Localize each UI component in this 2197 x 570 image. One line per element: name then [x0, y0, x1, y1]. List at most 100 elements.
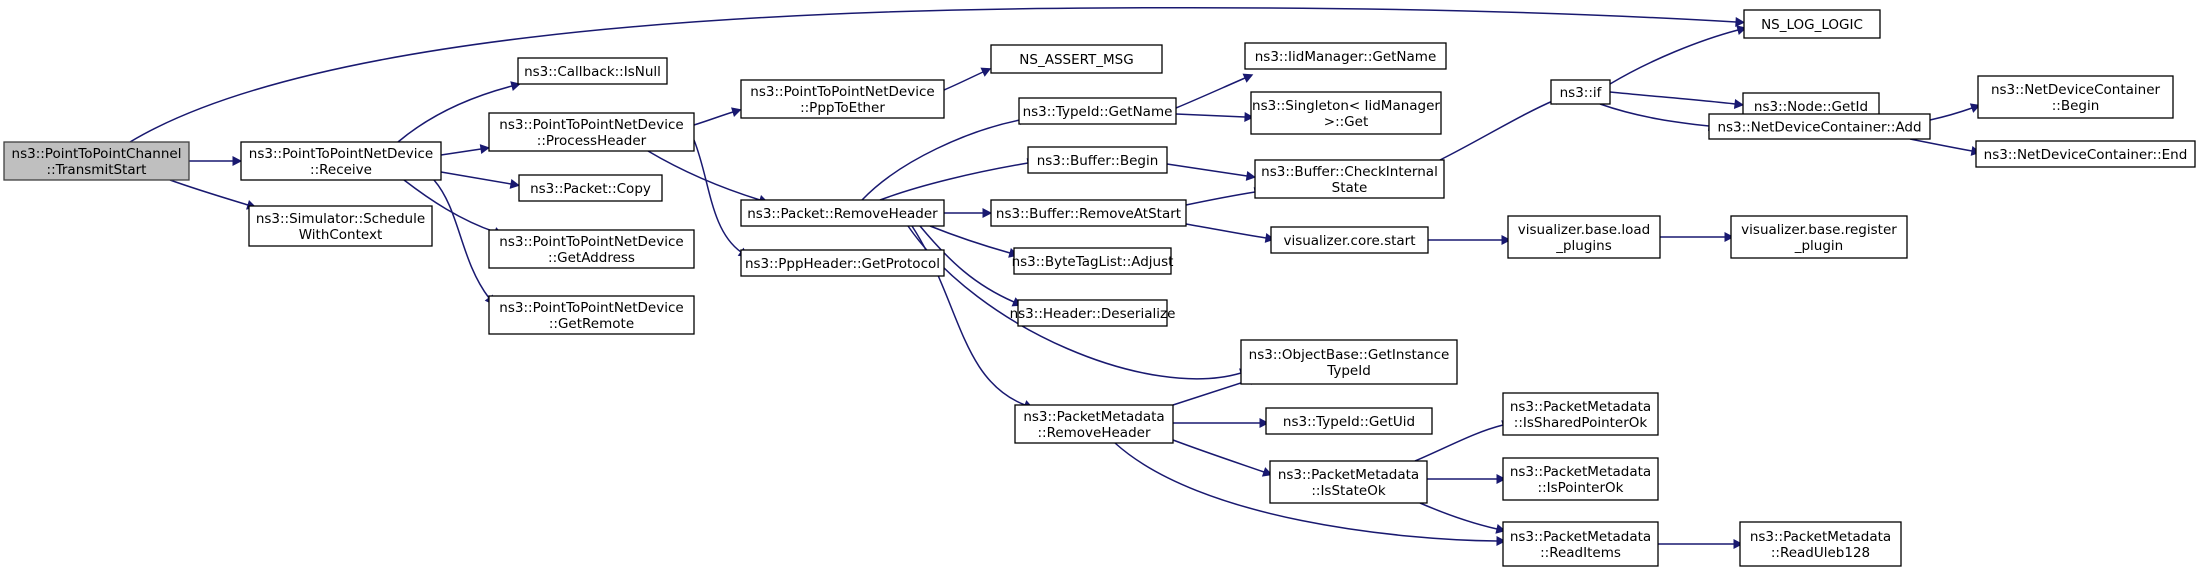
node-getuid[interactable]: ns3::TypeId::GetUid — [1265, 407, 1433, 435]
edge-line — [1929, 107, 1973, 121]
node-isnull[interactable]: ns3::Callback::IsNull — [517, 57, 668, 85]
node-box — [1743, 9, 1881, 39]
edge-receive-to-getremote — [433, 179, 495, 306]
node-box — [1013, 247, 1172, 275]
node-receive[interactable]: ns3::PointToPointNetDevice::Receive — [240, 141, 442, 181]
node-singletonget[interactable]: ns3::Singleton< IidManager>::Get — [1250, 91, 1442, 135]
edge-arrowhead — [1242, 73, 1254, 83]
edge-arrowhead — [1496, 473, 1507, 485]
node-ppptoether[interactable]: ns3::PointToPointNetDevice::PppToEther — [740, 79, 945, 119]
node-ndcend[interactable]: ns3::NetDeviceContainer::End — [1975, 140, 2196, 168]
edge-line — [1185, 223, 1267, 239]
node-ndcbegin[interactable]: ns3::NetDeviceContainer::Begin — [1977, 75, 2174, 119]
node-label-line: ns3::PacketMetadata — [1510, 399, 1651, 415]
edge-processheader-to-getprotocol — [693, 139, 749, 258]
edge-ns3if-to-nodegetid — [1609, 91, 1745, 109]
edge-line — [1114, 442, 1498, 542]
node-getaddress[interactable]: ns3::PointToPointNetDevice::GetAddress — [488, 229, 695, 269]
node-label-line: ns3::PointToPointNetDevice — [499, 234, 683, 250]
edge-bufferbegin-to-checkinternal — [1166, 163, 1256, 181]
node-label-line: State — [1332, 180, 1368, 196]
edge-line — [929, 225, 1011, 254]
edge-ns3if-to-ndcadd — [1599, 103, 1719, 131]
node-label-line: ns3::TypeId::GetUid — [1283, 414, 1415, 430]
edge-isstateok-to-readitems — [1419, 502, 1506, 534]
node-label-line: >::Get — [1324, 114, 1368, 130]
node-label-line: ns3::Buffer::Begin — [1037, 153, 1159, 169]
node-label-line: ns3::PacketMetadata — [1510, 529, 1651, 545]
node-label-line: ns3::Callback::IsNull — [524, 64, 661, 80]
node-transmit[interactable]: ns3::PointToPointChannel::TransmitStart — [3, 141, 190, 181]
node-box — [518, 174, 663, 202]
node-copy[interactable]: ns3::Packet::Copy — [518, 174, 663, 202]
edge-transmit-to-schedule — [169, 179, 257, 210]
edge-ndcadd-to-ndcend — [1909, 138, 1981, 156]
edge-typeidgetname-to-singletonget — [1175, 111, 1255, 123]
node-iidgetname[interactable]: ns3::IidManager::GetName — [1244, 42, 1447, 70]
edge-line — [861, 119, 1021, 201]
node-box — [1244, 42, 1447, 70]
edge-line — [1599, 103, 1710, 127]
node-box — [740, 249, 945, 277]
node-box — [990, 44, 1163, 74]
node-processheader[interactable]: ns3::PointToPointNetDevice::ProcessHeade… — [488, 112, 695, 152]
node-bufferbegin[interactable]: ns3::Buffer::Begin — [1027, 146, 1168, 174]
node-readuleb[interactable]: ns3::PacketMetadata::ReadUleb128 — [1739, 521, 1902, 567]
node-removeheader[interactable]: ns3::Packet::RemoveHeader — [740, 199, 945, 227]
node-label-line: ns3::if — [1560, 85, 1603, 101]
edge-line — [433, 179, 490, 299]
node-isstateok[interactable]: ns3::PacketMetadata::IsStateOk — [1269, 460, 1428, 504]
node-pmremoveheader[interactable]: ns3::PacketMetadata::RemoveHeader — [1014, 404, 1174, 444]
edge-line — [693, 111, 734, 126]
node-issharedpointerok[interactable]: ns3::PacketMetadata::IsSharedPointerOk — [1502, 392, 1659, 436]
edge-arrowhead — [1724, 231, 1735, 243]
node-ispointerok[interactable]: ns3::PacketMetadata::IsPointerOk — [1502, 457, 1659, 501]
node-label-line: visualizer.base.load — [1518, 222, 1650, 238]
node-label-line: ::IsStateOk — [1311, 483, 1385, 499]
edge-arrowhead — [479, 144, 490, 155]
node-loadplugins[interactable]: visualizer.base.load_plugins — [1507, 215, 1661, 259]
node-typeidgetname[interactable]: ns3::TypeId::GetName — [1018, 97, 1177, 125]
edge-line — [693, 139, 742, 253]
node-registerplugin[interactable]: visualizer.base.register_plugin — [1730, 215, 1908, 259]
node-label-line: _plugins — [1555, 238, 1612, 254]
node-readitems[interactable]: ns3::PacketMetadata::ReadItems — [1502, 521, 1659, 567]
node-box — [1975, 140, 2196, 168]
edge-line — [647, 150, 761, 201]
node-label-line: ::GetRemote — [549, 316, 634, 332]
node-label-line: ns3::NetDeviceContainer::End — [1984, 147, 2188, 163]
edge-receive-to-copy — [440, 171, 520, 189]
edge-arrowhead — [1733, 98, 1745, 109]
node-label-line: ns3::PointToPointNetDevice — [249, 146, 433, 162]
node-label-line: ns3::Node::GetId — [1754, 99, 1868, 115]
node-adjust[interactable]: ns3::ByteTagList::Adjust — [1012, 247, 1174, 275]
node-label-line: ns3::Buffer::CheckInternal — [1261, 164, 1438, 180]
edge-arrowhead — [509, 178, 520, 189]
node-corestart[interactable]: visualizer.core.start — [1270, 226, 1429, 254]
node-getremote[interactable]: ns3::PointToPointNetDevice::GetRemote — [488, 295, 695, 335]
node-ns3if[interactable]: ns3::if — [1550, 79, 1611, 105]
node-nslog[interactable]: NS_LOG_LOGIC — [1743, 9, 1881, 39]
node-assert[interactable]: NS_ASSERT_MSG — [990, 44, 1163, 74]
node-deserialize[interactable]: ns3::Header::Deserialize — [1010, 299, 1176, 327]
edge-readitems-to-readuleb — [1658, 538, 1744, 550]
edge-arrowhead — [982, 207, 993, 219]
edge-typeidgetname-to-iidgetname — [1175, 73, 1254, 109]
node-getprotocol[interactable]: ns3::PppHeader::GetProtocol — [740, 249, 945, 277]
node-label-line: ns3::Simulator::Schedule — [256, 211, 425, 227]
node-label-line: _plugin — [1794, 238, 1844, 254]
node-label-line: ns3::PacketMetadata — [1750, 529, 1891, 545]
edge-arrowhead — [1733, 538, 1744, 550]
edge-removeatstart-to-checkinternal — [1185, 187, 1264, 206]
edge-arrowhead — [1264, 232, 1275, 243]
edge-arrowhead — [1735, 16, 1746, 27]
node-box — [1739, 521, 1902, 567]
node-removeatstart[interactable]: ns3::Buffer::RemoveAtStart — [990, 199, 1187, 227]
node-box — [740, 79, 945, 119]
node-ndcadd[interactable]: ns3::NetDeviceContainer::Add — [1708, 113, 1931, 140]
edges-layer — [129, 6, 1981, 550]
node-box — [740, 199, 945, 227]
